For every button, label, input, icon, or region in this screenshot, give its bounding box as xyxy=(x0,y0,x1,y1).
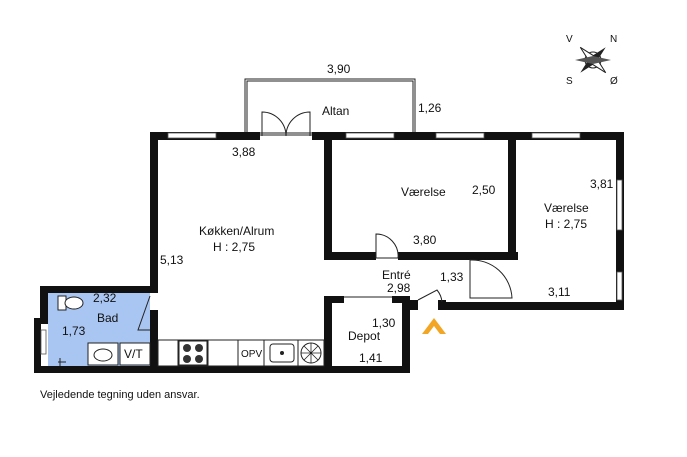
kokken-name: Køkken/Alrum xyxy=(199,224,274,238)
depot-depth: 1,30 xyxy=(372,316,396,330)
disclaimer: Vejledende tegning uden ansvar. xyxy=(40,389,200,401)
kitchen-counter xyxy=(157,339,325,367)
vaerelse1-name: Værelse xyxy=(401,185,446,199)
bad-name: Bad xyxy=(97,311,118,325)
altan-name: Altan xyxy=(322,104,349,118)
kokken-height: H : 2,75 xyxy=(213,240,255,254)
altan-width: 3,90 xyxy=(327,62,351,76)
bath-sink-icon xyxy=(87,342,119,366)
toilet-icon xyxy=(57,295,84,311)
compass-n: N xyxy=(610,34,617,45)
entre-depth: 1,33 xyxy=(440,270,464,284)
altan-depth: 1,26 xyxy=(418,101,442,115)
vaerelse1-depth: 2,50 xyxy=(472,183,496,197)
compass-icon xyxy=(575,46,611,74)
vaerelse1-width: 3,80 xyxy=(413,233,437,247)
bedroom-door xyxy=(375,233,399,259)
bedroom2-door xyxy=(469,259,513,299)
compass-s: S xyxy=(566,76,573,87)
bath-door xyxy=(137,295,151,331)
bad-depth: 1,73 xyxy=(62,324,86,338)
washer-dryer-box xyxy=(119,342,151,366)
kokken-depth: 5,13 xyxy=(160,253,184,267)
kokken-width: 3,88 xyxy=(232,145,256,159)
washer-dryer-label: V/T xyxy=(124,347,143,361)
entrance-door xyxy=(417,289,443,303)
windows xyxy=(40,132,623,355)
vaerelse2-depth: 3,81 xyxy=(590,177,614,191)
kitchen-sink xyxy=(269,343,295,363)
entre-width: 2,98 xyxy=(387,281,411,295)
stove xyxy=(178,340,208,366)
balcony-door xyxy=(261,111,311,137)
entre-name: Entré xyxy=(382,268,411,282)
entrance-arrow-icon xyxy=(422,318,446,334)
vaerelse2-name: Værelse xyxy=(544,201,589,215)
cooker-hood-icon xyxy=(300,342,322,364)
compass-o: Ø xyxy=(610,76,618,87)
compass-v: V xyxy=(566,34,573,45)
vaerelse2-width: 3,11 xyxy=(548,285,571,299)
shower-icon xyxy=(58,358,66,366)
dishwasher-label: OPV xyxy=(241,349,262,360)
depot-width: 1,41 xyxy=(359,351,383,365)
depot-name: Depot xyxy=(348,329,381,343)
vaerelse2-height: H : 2,75 xyxy=(545,217,587,231)
bad-width: 2,32 xyxy=(93,291,117,305)
